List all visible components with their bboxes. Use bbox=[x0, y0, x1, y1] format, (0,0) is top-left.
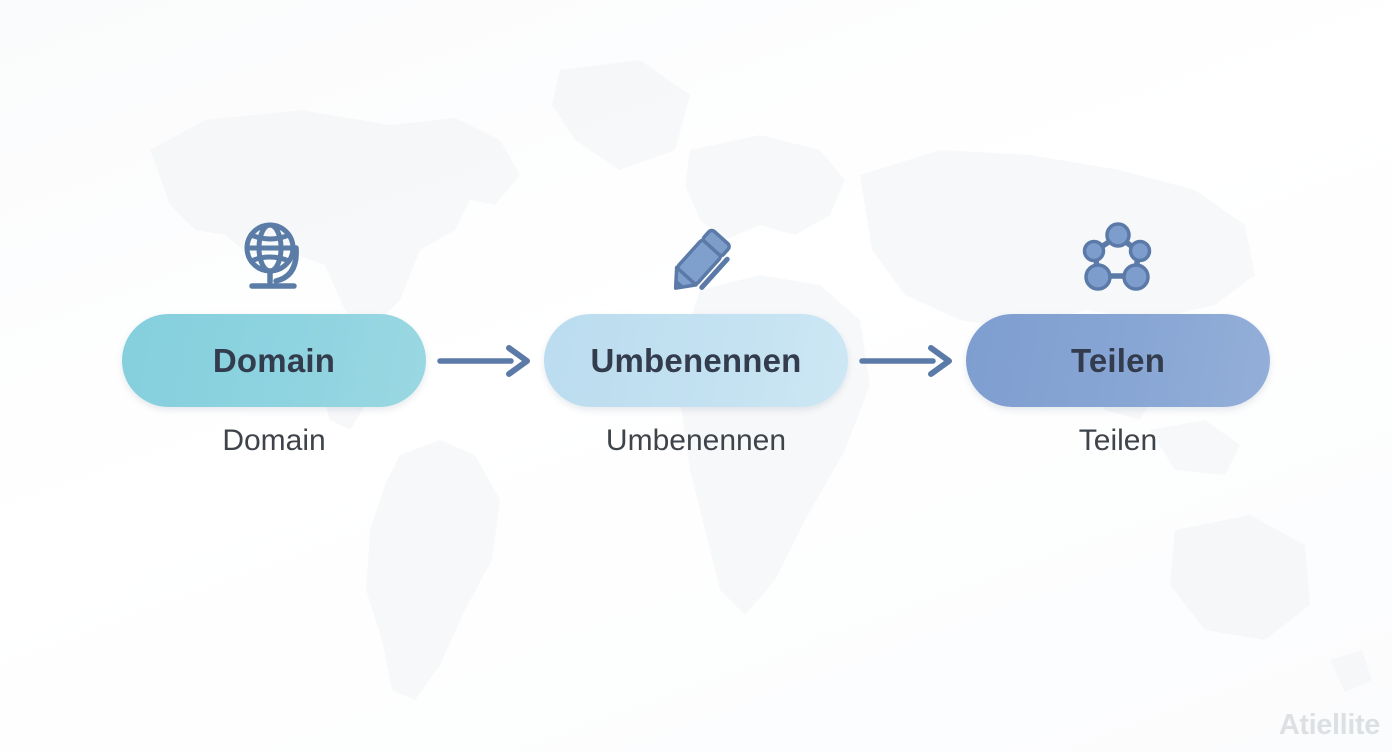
brand-watermark: Atiellite bbox=[1278, 709, 1381, 741]
connector-umbenennen-to-teilen bbox=[848, 314, 966, 407]
caption-teilen: Teilen bbox=[1078, 424, 1158, 457]
pill-umbenennen[interactable]: Umbenennen bbox=[544, 314, 848, 407]
pill-teilen[interactable]: Teilen bbox=[966, 314, 1270, 407]
share-network-icon bbox=[1082, 222, 1152, 291]
connector-domain-to-umbenennen bbox=[426, 314, 544, 407]
pill-label-umbenennen: Umbenennen bbox=[590, 341, 802, 379]
pill-label-domain: Domain bbox=[212, 341, 336, 379]
brand-watermark-text: Atiellite bbox=[1278, 709, 1381, 741]
flow-node-domain[interactable]: Domain Domain bbox=[122, 218, 426, 458]
pencil-icon bbox=[673, 228, 731, 290]
flow-node-umbenennen[interactable]: Umbenennen Umbenennen bbox=[544, 218, 848, 458]
flow-node-teilen[interactable]: Teilen Teilen bbox=[966, 218, 1270, 458]
caption-domain: Domain bbox=[222, 424, 326, 457]
pill-domain[interactable]: Domain bbox=[122, 314, 426, 407]
process-flow: Domain Domain bbox=[0, 218, 1392, 488]
arrow-right-icon bbox=[437, 344, 530, 377]
pill-label-teilen: Teilen bbox=[1070, 341, 1166, 379]
caption-umbenennen: Umbenennen bbox=[605, 424, 787, 457]
arrow-right-icon bbox=[859, 344, 952, 377]
globe-icon bbox=[244, 222, 299, 289]
